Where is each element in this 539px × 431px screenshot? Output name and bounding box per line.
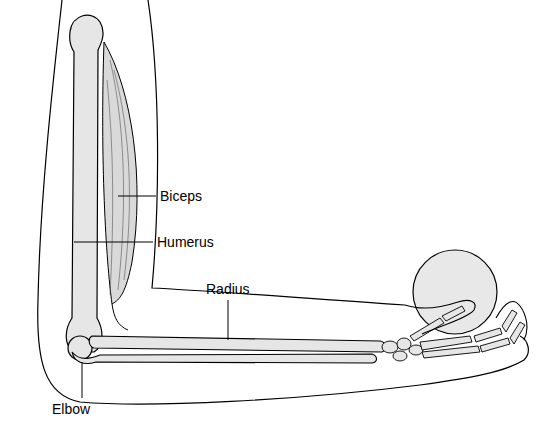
humerus-bone xyxy=(66,15,103,352)
radius-bone xyxy=(89,336,385,352)
biceps-tendon xyxy=(112,304,128,330)
leader-line xyxy=(74,242,153,243)
elbow-joint xyxy=(68,336,92,360)
part-label: Humerus xyxy=(157,234,214,250)
skin-outline xyxy=(38,0,529,404)
thumb-outline xyxy=(405,300,475,334)
part-label: Biceps xyxy=(160,188,202,204)
leader-line xyxy=(228,300,229,340)
hand-bones xyxy=(382,306,525,361)
ulna-bone xyxy=(72,352,377,364)
part-label: Radius xyxy=(206,281,250,297)
finger-outline xyxy=(496,302,527,340)
muscle-fibres xyxy=(107,60,129,295)
leader-line xyxy=(118,196,156,197)
leader-line xyxy=(82,362,83,398)
part-label: Elbow xyxy=(52,401,90,417)
biceps-muscle xyxy=(103,42,137,304)
skin-outline xyxy=(148,0,405,305)
